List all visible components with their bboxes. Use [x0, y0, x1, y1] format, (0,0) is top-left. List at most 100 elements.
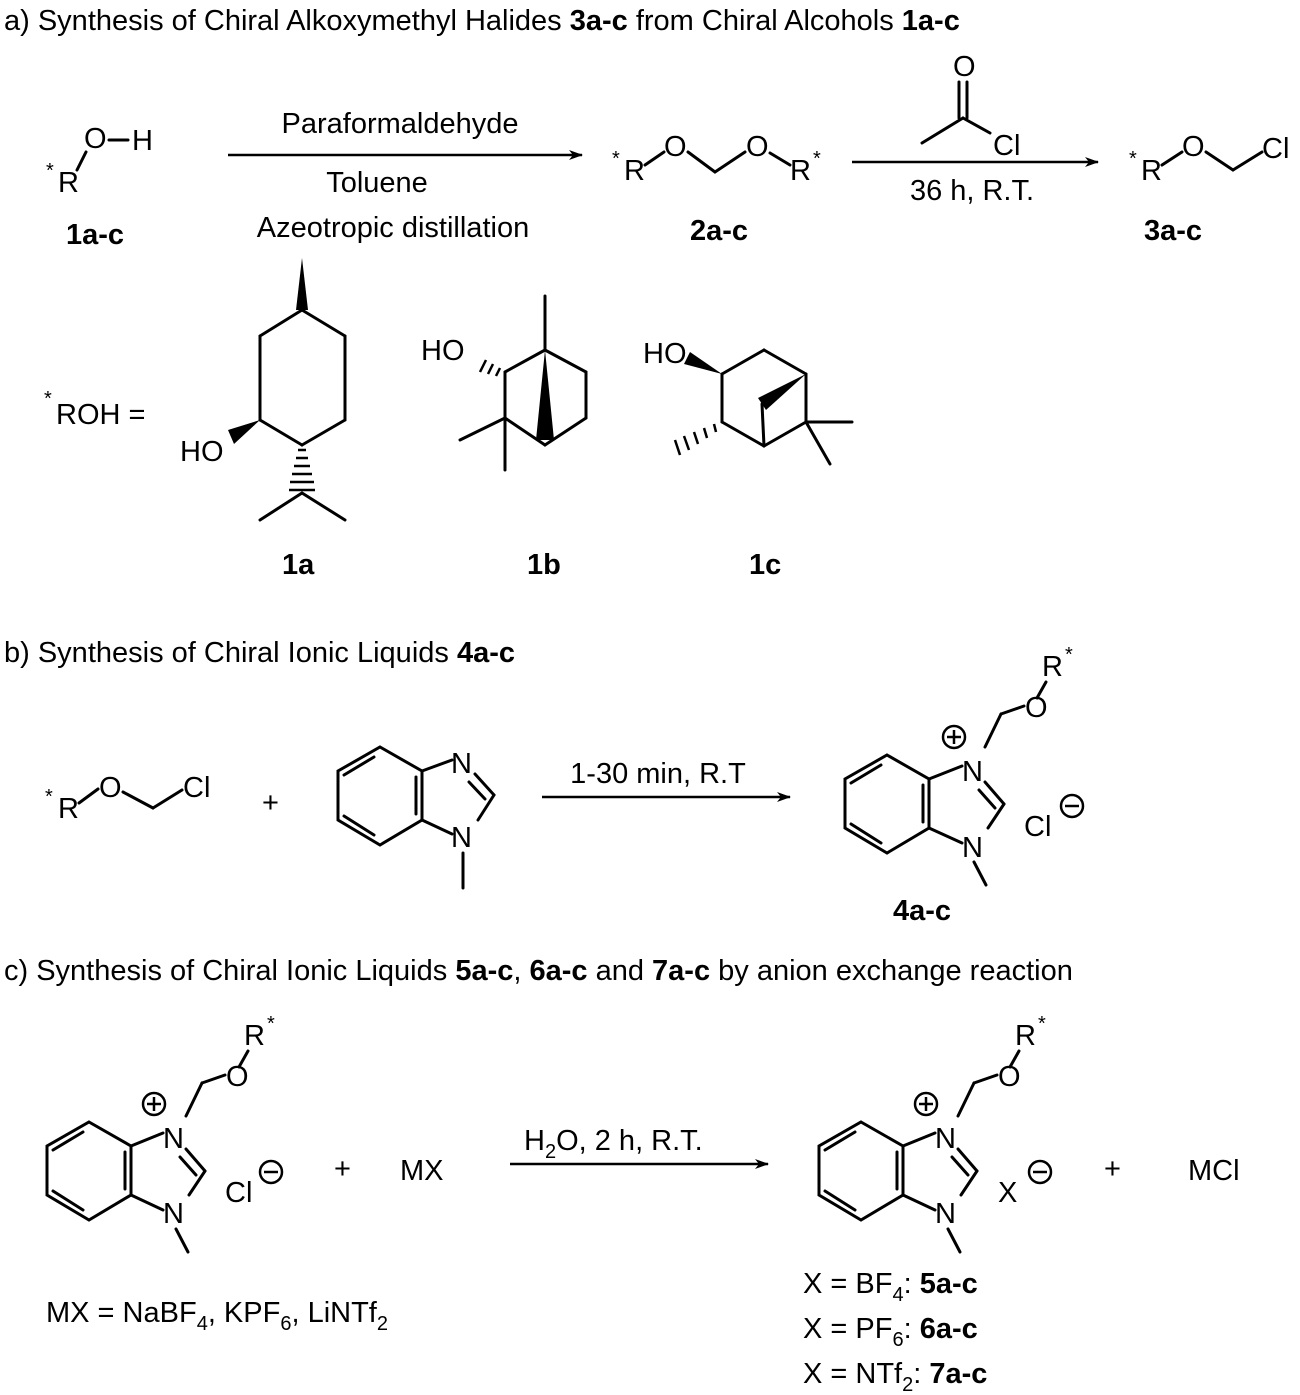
- plus-sign: +: [334, 1153, 351, 1185]
- section-a-title-mid: from Chiral Alcohols: [628, 5, 902, 37]
- star-mark: *: [1129, 148, 1137, 170]
- atom-h: H: [132, 125, 153, 157]
- product-5-7: R * O N N X: [817, 1013, 1053, 1254]
- conditions-b: 1-30 min, R.T: [570, 758, 746, 790]
- section-c-title-bold-5ac: 5a-c: [455, 955, 513, 987]
- atom-n: N: [163, 1198, 184, 1230]
- structure-1a-menthol: HO 1a: [180, 258, 347, 581]
- star-mark: *: [44, 388, 52, 410]
- section-a: a) Synthesis of Chiral Alkoxymethyl Hali…: [4, 5, 1289, 581]
- conditions-c: H2O, 2 h, R.T.: [524, 1125, 703, 1163]
- label-4a-c: 4a-c: [893, 895, 951, 927]
- section-a-title: a) Synthesis of Chiral Alkoxymethyl Hali…: [4, 5, 960, 37]
- label-2a-c: 2a-c: [690, 215, 748, 247]
- label-1b: 1b: [527, 549, 561, 581]
- compound-2a-c: * R O O R * 2a-c: [612, 131, 821, 247]
- conditions-sub: 2: [545, 1141, 556, 1163]
- plus-charge-icon: [941, 724, 967, 750]
- section-c-title: c) Synthesis of Chiral Ionic Liquids 5a-…: [4, 955, 1073, 987]
- atom-o: O: [953, 51, 976, 83]
- compound-3a-c: * R O Cl 3a-c: [1129, 131, 1289, 247]
- atom-o: O: [84, 123, 107, 155]
- x-def-bf4: X = BF4: 5a-c: [803, 1268, 978, 1306]
- atom-r: R: [790, 155, 811, 187]
- section-b-title: b) Synthesis of Chiral Ionic Liquids 4a-…: [4, 637, 515, 669]
- x-def-pf6: X = PF6: 6a-c: [803, 1313, 978, 1351]
- atom-o: O: [226, 1061, 249, 1093]
- atom-o: O: [1182, 131, 1205, 163]
- atom-o: O: [746, 131, 769, 163]
- compound-1a-c: * R O H 1a-c: [46, 123, 153, 251]
- atom-r: R: [1042, 651, 1063, 683]
- label-3a-c: 3a-c: [1144, 215, 1202, 247]
- atom-r: R: [624, 155, 645, 187]
- conditions-h: H: [524, 1125, 545, 1157]
- acetyl-chloride: O Cl: [920, 51, 1020, 162]
- atom-r: R: [1141, 155, 1162, 187]
- plus-charge-icon: [141, 1091, 167, 1117]
- n-methylbenzimidazole: N N: [336, 745, 496, 890]
- plus-sign: +: [1104, 1153, 1121, 1185]
- section-a-title-prefix: a) Synthesis of Chiral Alkoxymethyl Hali…: [4, 5, 570, 37]
- reagent-paraformaldehyde: Paraformaldehyde: [282, 108, 519, 140]
- label-1a: 1a: [282, 549, 315, 581]
- atom-n: N: [451, 822, 472, 854]
- label-1a-c: 1a-c: [66, 219, 124, 251]
- anion-cl: Cl: [225, 1177, 252, 1209]
- conditions-36h: 36 h, R.T.: [910, 175, 1034, 207]
- reagent-toluene: Toluene: [326, 167, 428, 199]
- product-4a-c: R * O N N Cl 4a-c: [843, 644, 1085, 927]
- atom-ho: HO: [643, 338, 687, 370]
- section-a-title-bold-1ac: 1a-c: [902, 5, 960, 37]
- star-mark: *: [267, 1013, 275, 1035]
- atom-o: O: [664, 131, 687, 163]
- structure-1b-fenchol: HO 1b: [421, 294, 588, 581]
- atom-n: N: [935, 1123, 956, 1155]
- label-1c: 1c: [749, 549, 781, 581]
- section-c-title-prefix: c) Synthesis of Chiral Ionic Liquids: [4, 955, 455, 987]
- reactant-mx: MX: [400, 1155, 444, 1187]
- minus-charge-icon: [258, 1159, 284, 1185]
- section-c-title-bold-7ac: 7a-c: [652, 955, 710, 987]
- atom-o: O: [998, 1061, 1021, 1093]
- mx-definition: MX = NaBF4, KPF6, LiNTf2: [46, 1297, 388, 1335]
- star-mark: *: [612, 148, 620, 170]
- x-def-ntf2: X = NTf2: 7a-c: [803, 1358, 987, 1395]
- section-c-title-suffix: by anion exchange reaction: [710, 955, 1073, 987]
- reactant-3a-c: * R O Cl: [45, 772, 210, 825]
- atom-ho: HO: [180, 436, 224, 468]
- star-mark: *: [45, 786, 53, 808]
- atom-cl: Cl: [1262, 133, 1289, 165]
- atom-o: O: [99, 772, 122, 804]
- atom-r: R: [58, 167, 79, 199]
- atom-n: N: [451, 748, 472, 780]
- star-mark: *: [1065, 644, 1073, 666]
- minus-charge-icon: [1027, 1159, 1053, 1185]
- section-c-title-bold-6ac: 6a-c: [529, 955, 587, 987]
- conditions-rest: O, 2 h, R.T.: [556, 1125, 703, 1157]
- star-mark: *: [46, 160, 54, 182]
- section-b-title-bold-4ac: 4a-c: [457, 637, 515, 669]
- atom-n: N: [962, 832, 983, 864]
- section-c-title-sep2: and: [588, 955, 653, 987]
- section-c: c) Synthesis of Chiral Ionic Liquids 5a-…: [4, 955, 1240, 1395]
- atom-r: R: [1015, 1020, 1036, 1052]
- structure-1c-pinane: HO 1c: [643, 338, 854, 581]
- atom-n: N: [962, 756, 983, 788]
- atom-r: R: [58, 793, 79, 825]
- atom-cl: Cl: [183, 772, 210, 804]
- atom-cl: Cl: [993, 130, 1020, 162]
- section-c-title-sep1: ,: [513, 955, 529, 987]
- section-a-title-bold-3ac: 3a-c: [570, 5, 628, 37]
- atom-n: N: [163, 1123, 184, 1155]
- section-b-title-prefix: b) Synthesis of Chiral Ionic Liquids: [4, 637, 457, 669]
- atom-r: R: [244, 1020, 265, 1052]
- anion-x: X: [998, 1177, 1017, 1209]
- counter-anion-cl: Cl: [1024, 811, 1051, 843]
- reactant-4a-c: R * O N N Cl: [45, 1013, 284, 1254]
- atom-o: O: [1025, 692, 1048, 724]
- reagent-azeotropic: Azeotropic distillation: [257, 212, 529, 244]
- star-mark: *: [813, 148, 821, 170]
- plus-charge-icon: [913, 1091, 939, 1117]
